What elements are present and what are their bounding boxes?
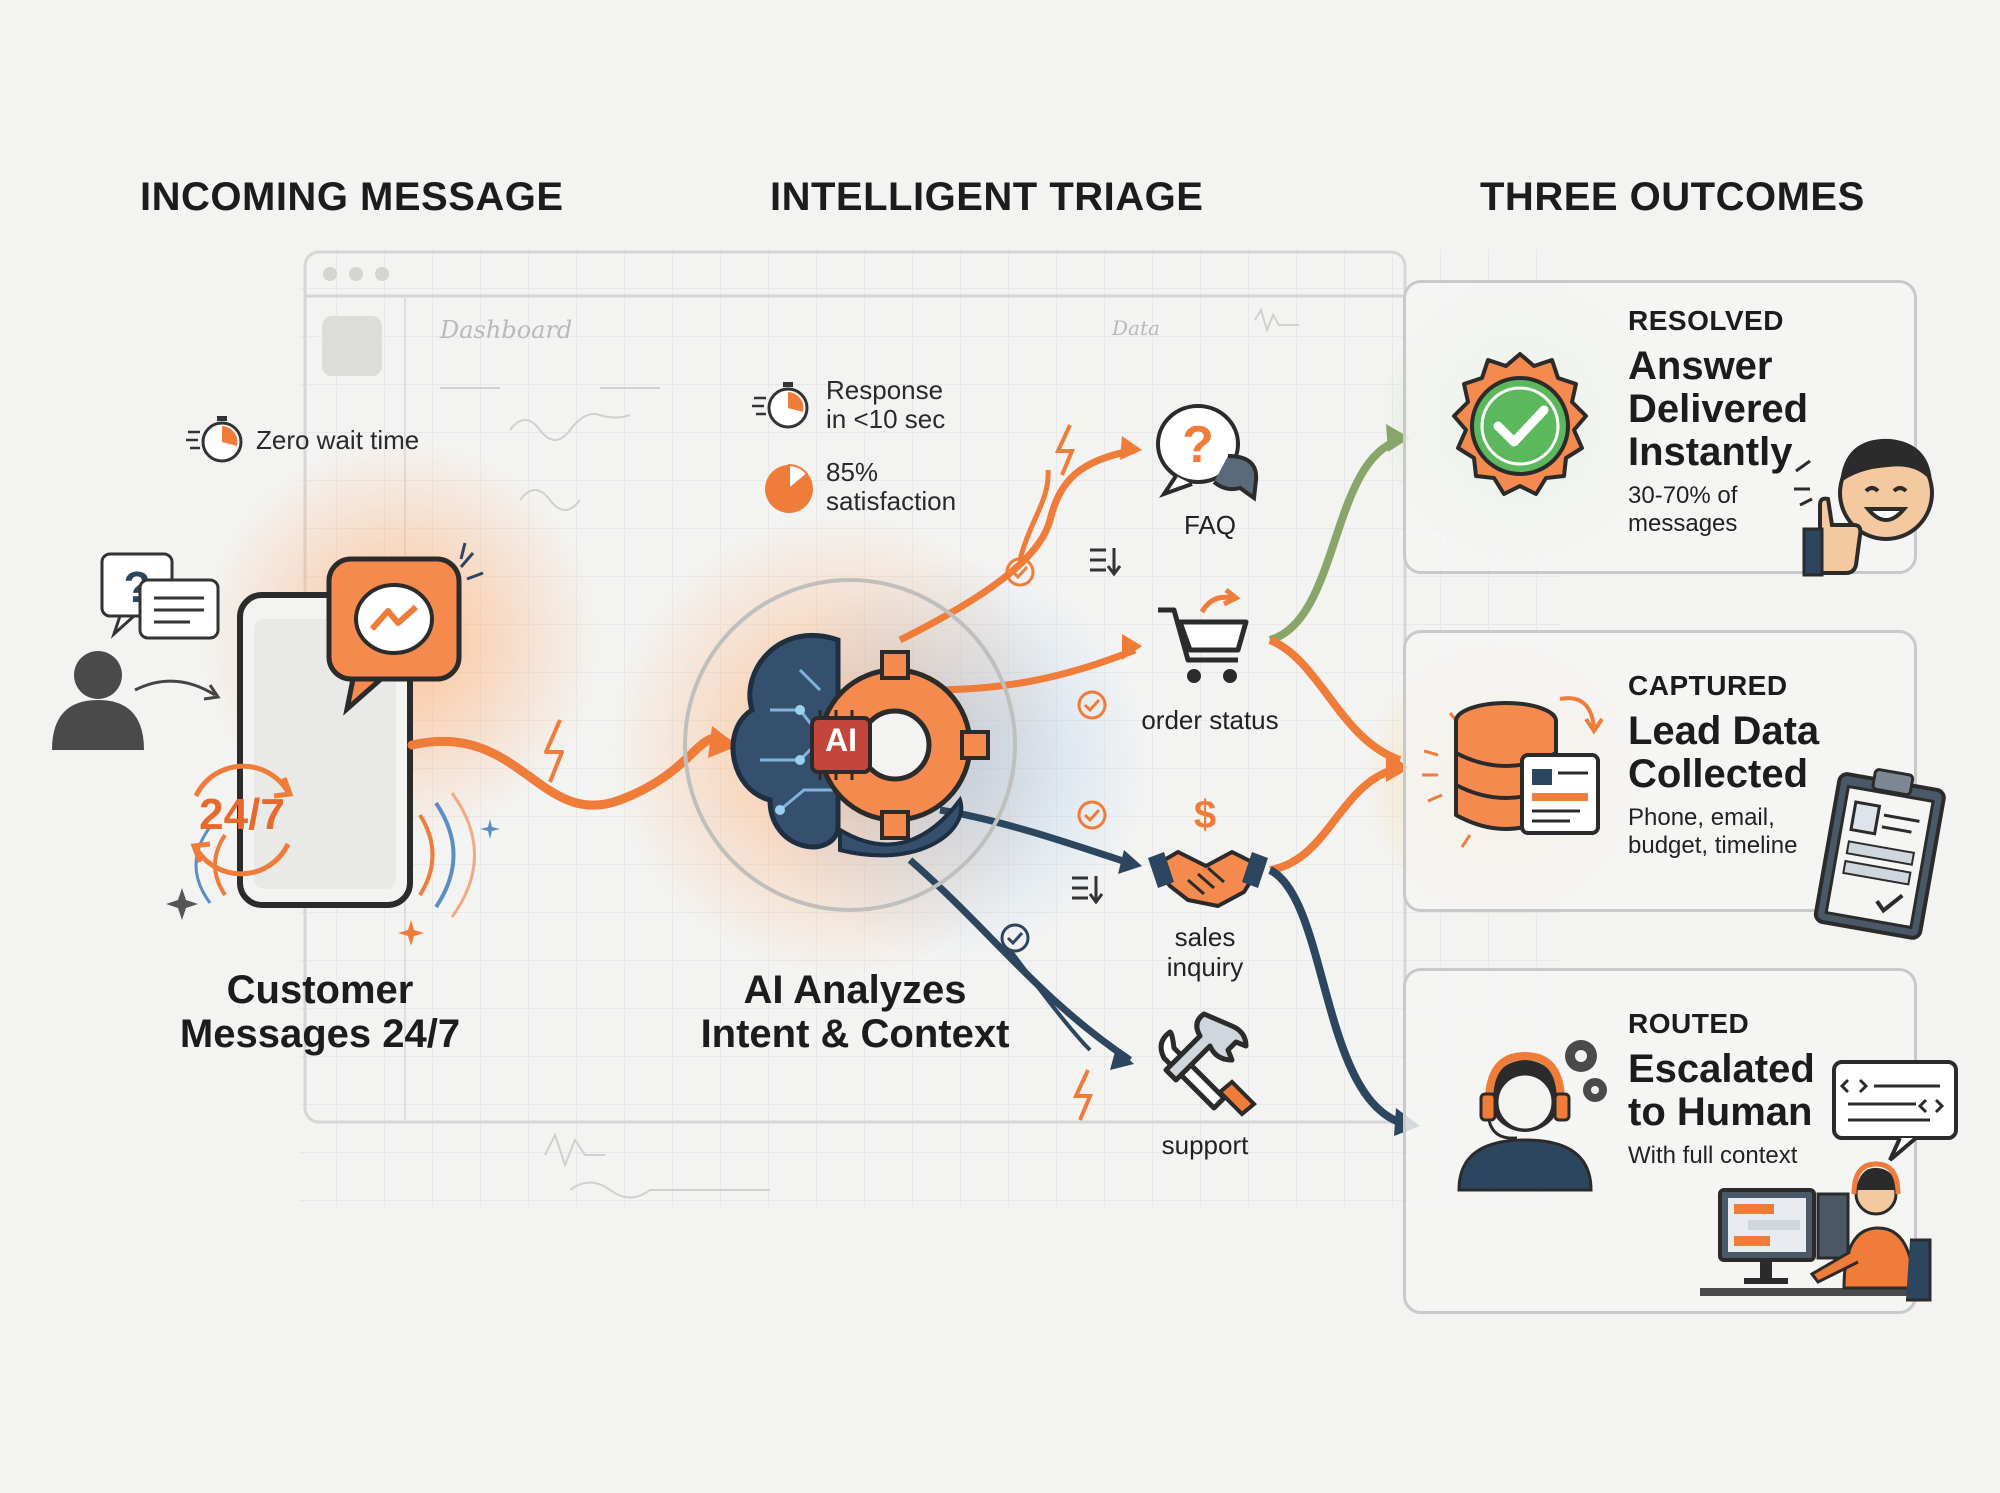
route-label-order-status: order status [1141, 705, 1279, 735]
stopwatch-icon [186, 416, 243, 463]
section-title-triage: INTELLIGENT TRIAGE [770, 175, 1204, 219]
check-badge-4 [1000, 923, 1030, 953]
outcome-head-resolved-line2: Delivered [1628, 387, 1809, 431]
route-label-sales-inquiry: sales inquiry [1150, 922, 1260, 982]
stat-response: Response in <10 sec [826, 376, 945, 434]
happy-customer-icon [1794, 438, 1934, 577]
outcome-head-routed-line2: to Human [1628, 1090, 1813, 1134]
svg-text:$: $ [1194, 793, 1216, 837]
outcome-sub-captured-line1: Phone, email, [1628, 804, 1775, 831]
lightning-icon-top [1054, 424, 1075, 476]
database-icon [1422, 696, 1604, 848]
arrow-to-order [929, 646, 1137, 694]
lightning-icon-bottom [1072, 1069, 1093, 1121]
refresh-cycle-icon [190, 763, 294, 877]
arrow-incoming-to-ai [407, 733, 735, 810]
gear-icon [817, 650, 990, 840]
stat-zero-wait: Zero wait time [256, 425, 420, 455]
incoming-caption-line1: Customer [226, 968, 414, 1012]
gear-icon-routed [1565, 1040, 1607, 1102]
outcome-sub-captured: Phone, email, budget, timeline [1628, 804, 1797, 860]
mock-data-label: Data [1112, 316, 1160, 340]
messenger-app-icon [326, 542, 484, 716]
outcome-sub-routed: With full context [1628, 1142, 1798, 1169]
clipboard-icon [1813, 768, 1946, 940]
check-badge-3 [1077, 800, 1107, 830]
outcome-head-routed: Escalated to Human [1628, 1048, 1815, 1134]
outcome-head-resolved-line1: Answer [1628, 344, 1773, 388]
outcome-head-captured-line2: Collected [1628, 752, 1809, 796]
triage-caption-line1: AI Analyzes [743, 968, 967, 1012]
outcome-sub-captured-line2: budget, timeline [1628, 832, 1798, 859]
arrow-to-captured [1269, 764, 1401, 874]
route-label-sales-line2: inquiry [1166, 952, 1244, 982]
outcome-tag-captured: CAPTURED [1628, 670, 1788, 701]
faq-question-icon: ? [1156, 404, 1259, 502]
badge-247: 24/7 [199, 790, 285, 839]
outcome-head-captured-line1: Lead Data [1628, 709, 1820, 753]
check-seal-icon [1452, 352, 1588, 496]
outcome-head-resolved-line3: Instantly [1628, 430, 1793, 474]
incoming-caption: Customer Messages 24/7 [150, 968, 490, 1056]
outcome-tag-resolved: RESOLVED [1628, 305, 1784, 336]
dollar-icon: $ [1194, 793, 1216, 837]
outcome-sub-resolved-line1: 30-70% of [1628, 482, 1738, 509]
triage-caption-line2: Intent & Context [700, 1012, 1010, 1056]
agent-headset-icon [1457, 1040, 1607, 1192]
ai-brain-icon [683, 578, 1017, 912]
outcome-sub-resolved-line2: messages [1628, 510, 1738, 537]
svg-text:?: ? [1182, 416, 1214, 474]
section-title-outcomes: THREE OUTCOMES [1480, 175, 1865, 219]
outcome-head-routed-line1: Escalated [1628, 1047, 1815, 1091]
stat-satisfaction: 85% satisfaction [826, 458, 956, 516]
handshake-icon [1148, 850, 1268, 908]
arrow-to-routed [1267, 866, 1411, 1129]
route-label-sales-line1: sales [1174, 922, 1236, 952]
wrench-screwdriver-icon [1158, 1011, 1257, 1117]
human-agent-workstation-icon [1700, 1161, 1932, 1302]
arrow-to-support [907, 857, 1132, 1063]
outcome-tag-routed: ROUTED [1628, 1008, 1750, 1039]
incoming-caption-line2: Messages 24/7 [179, 1012, 461, 1056]
ai-chip-label: AI [825, 722, 857, 758]
pie-chart-icon [765, 463, 813, 513]
code-chat-bubble-icon [1832, 1060, 1958, 1162]
mock-dashboard-label: Dashboard [440, 316, 573, 344]
check-badge-1 [1005, 557, 1035, 587]
stat-response-line2: in <10 sec [826, 404, 946, 434]
route-label-faq: FAQ [1183, 510, 1236, 540]
arrow-to-faq [898, 446, 1136, 644]
check-badge-2 [1077, 690, 1107, 720]
stopwatch-icon-response [752, 382, 809, 429]
stat-response-line1: Response [826, 375, 944, 405]
stat-satisfaction-line1: 85% [826, 457, 879, 487]
section-title-incoming: INCOMING MESSAGE [140, 175, 564, 219]
triage-caption: AI Analyzes Intent & Context [660, 968, 1050, 1056]
customer-person-icon: ? [52, 552, 221, 750]
sort-icon-2 [1072, 876, 1104, 905]
outcome-head-resolved: Answer Delivered Instantly [1628, 345, 1808, 474]
outcome-head-captured: Lead Data Collected [1628, 710, 1819, 796]
shopping-cart-icon [1158, 588, 1249, 683]
outcome-sub-resolved: 30-70% of messages [1628, 482, 1737, 538]
stat-satisfaction-line2: satisfaction [826, 486, 957, 516]
sort-icon-1 [1090, 548, 1122, 577]
arrow-to-resolved [1268, 436, 1402, 644]
route-label-support: support [1161, 1130, 1249, 1160]
